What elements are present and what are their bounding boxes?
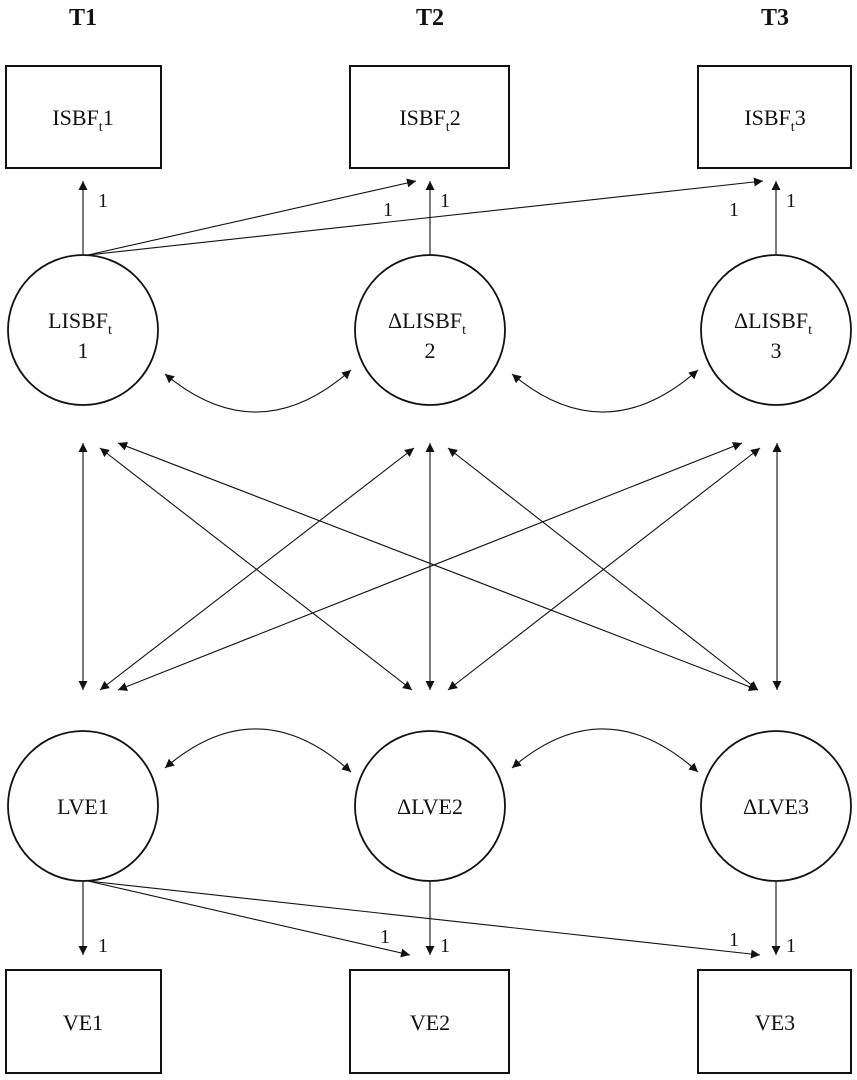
latent-label-dlve-3: ΔLVE3 <box>743 794 809 819</box>
loading-arrow-top-diag-3 <box>87 177 764 256</box>
loading-label-top-diag-3: 1 <box>729 199 739 221</box>
latent-label-dlisbf-2: ΔLISBFt <box>388 308 466 338</box>
loading-label-bottom-diag-2: 1 <box>380 926 390 948</box>
box-label-ve-3: VE3 <box>755 1010 795 1035</box>
covariance-bottom-1-2 <box>164 728 352 773</box>
box-label-isbf-2: ISBFt2 <box>399 105 460 135</box>
box-label-ve-1: VE1 <box>63 1010 103 1035</box>
latent-label-lve-1: LVE1 <box>57 794 109 819</box>
loading-label-bottom-3: 1 <box>786 935 796 957</box>
loading-arrow-bottom-diag-2 <box>87 880 411 958</box>
latent-sublabel-lisbf-1: 1 <box>78 338 89 363</box>
loading-label-bottom-2: 1 <box>440 935 450 957</box>
latent-sublabel-dlisbf-3: 3 <box>771 338 782 363</box>
loading-arrow-bottom-diag-3 <box>87 880 761 959</box>
covariance-d-top3-bot2 <box>447 447 761 691</box>
loading-label-top-3: 1 <box>786 190 796 212</box>
box-ve-3 <box>697 969 852 1074</box>
box-isbf-3 <box>697 65 852 169</box>
latent-label-lisbf-1: LISBFt <box>48 308 112 338</box>
loading-label-top-2: 1 <box>440 190 450 212</box>
loading-label-top-1: 1 <box>98 190 108 212</box>
latent-label-dlisbf-3: ΔLISBFt <box>734 308 812 338</box>
box-label-isbf-3: ISBFt3 <box>744 105 805 135</box>
box-label-ve-2: VE2 <box>410 1010 450 1035</box>
box-isbf-2 <box>349 65 510 169</box>
loading-label-bottom-1: 1 <box>98 935 108 957</box>
covariance-bottom-2-3 <box>511 728 699 773</box>
time-label-t2: T2 <box>416 5 444 31</box>
loading-arrow-top-diag-2 <box>87 178 417 256</box>
latent-sublabel-dlisbf-2: 2 <box>425 338 436 363</box>
box-ve-2 <box>349 969 510 1074</box>
covariance-top-2-3 <box>511 369 699 413</box>
latent-dlisbf-2 <box>354 254 506 406</box>
box-ve-1 <box>5 969 162 1074</box>
latent-label-dlve-2: ΔLVE2 <box>397 794 463 819</box>
box-label-isbf-1: ISBFt1 <box>52 105 113 135</box>
time-label-t3: T3 <box>761 5 789 31</box>
covariance-d-top1-bot3 <box>117 442 759 691</box>
latent-dlisbf-3 <box>700 254 852 406</box>
loading-label-bottom-diag-3: 1 <box>729 929 739 951</box>
box-isbf-1 <box>5 65 162 169</box>
loading-label-top-diag-2: 1 <box>383 199 393 221</box>
time-label-t1: T1 <box>69 5 97 31</box>
latent-lisbf-1 <box>7 254 159 406</box>
covariance-top-1-2 <box>164 369 352 413</box>
